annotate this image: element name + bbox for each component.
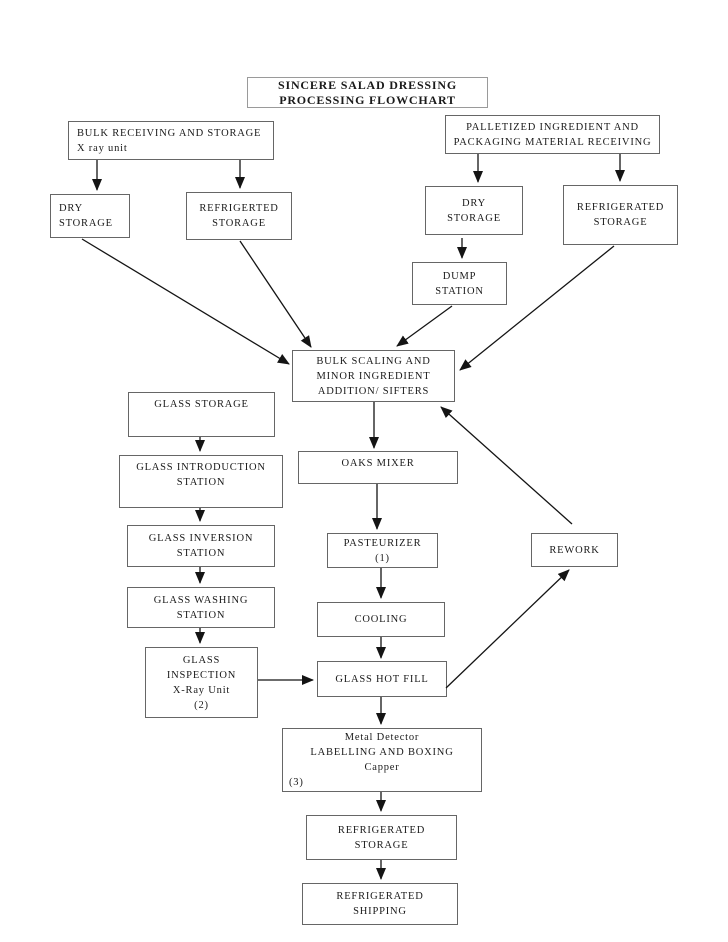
node-line: STORAGE bbox=[593, 217, 648, 228]
node-bulk-scaling: BULK SCALING AND MINOR INGREDIENT ADDITI… bbox=[292, 350, 455, 402]
node-line: GLASS HOT FILL bbox=[335, 673, 429, 685]
node-line: BULK SCALING AND bbox=[316, 355, 431, 367]
node-rework: REWORK bbox=[531, 533, 618, 567]
node-glass-inversion: GLASS INVERSION STATION bbox=[127, 525, 275, 567]
title-line: PROCESSING FLOWCHART bbox=[279, 92, 456, 107]
node-line: BULK RECEIVING AND STORAGE bbox=[77, 127, 262, 139]
node-cooling: COOLING bbox=[317, 602, 445, 637]
arrow-drystorage-left-to-bulkscaling bbox=[81, 238, 290, 365]
node-line: DRY bbox=[462, 197, 486, 209]
node-line: Capper bbox=[364, 762, 400, 773]
node-line: STATION bbox=[176, 477, 226, 488]
node-glass-inspection: GLASS INSPECTION X-Ray Unit (2) bbox=[145, 647, 258, 718]
node-line: GLASS INVERSION bbox=[148, 533, 254, 544]
node-glass-hot-fill: GLASS HOT FILL bbox=[317, 661, 447, 697]
node-line: X-Ray Unit bbox=[172, 684, 231, 696]
node-pasteurizer: PASTEURIZER (1) bbox=[327, 533, 438, 568]
node-refrigerated-shipping: REFRIGERATED SHIPPING bbox=[302, 883, 458, 925]
node-line: STORAGE bbox=[354, 839, 409, 851]
node-line: REFRIGERATED bbox=[337, 824, 426, 836]
node-line: REFRIGERATED bbox=[336, 891, 424, 902]
node-line: OAKS MIXER bbox=[341, 458, 415, 469]
node-line: STORAGE bbox=[59, 218, 113, 229]
node-line: STORAGE bbox=[447, 212, 501, 224]
node-line: REFRIGERATED bbox=[576, 202, 665, 213]
node-bulk-receiving: BULK RECEIVING AND STORAGE X ray unit bbox=[68, 121, 274, 160]
arrow-refrigerted-to-bulkscaling bbox=[239, 240, 312, 348]
node-line: SHIPPING bbox=[353, 906, 407, 917]
node-line: GLASS bbox=[182, 654, 221, 666]
arrow-glasshotfill-to-rework bbox=[445, 569, 570, 689]
node-line: (1) bbox=[375, 552, 390, 564]
node-line: X ray unit bbox=[77, 142, 128, 154]
node-oaks-mixer: OAKS MIXER bbox=[298, 451, 458, 484]
node-labelling-boxing: Metal Detector LABELLING AND BOXING Capp… bbox=[282, 728, 482, 792]
node-line: (2) bbox=[194, 699, 209, 711]
arrow-rework-to-bulkscaling bbox=[440, 406, 573, 525]
chart-title: SINCERE SALAD DRESSING PROCESSING FLOWCH… bbox=[247, 77, 488, 108]
arrow-dump-to-bulkscaling bbox=[396, 305, 453, 347]
node-line: ADDITION/ SIFTERS bbox=[317, 385, 430, 397]
node-line: MINOR INGREDIENT bbox=[316, 370, 431, 382]
node-line: (3) bbox=[289, 777, 304, 788]
node-line: DRY bbox=[59, 203, 83, 214]
node-glass-introduction: GLASS INTRODUCTION STATION bbox=[119, 455, 283, 508]
node-line: GLASS STORAGE bbox=[154, 399, 249, 410]
node-line: STATION bbox=[176, 548, 226, 559]
node-line: STATION bbox=[176, 609, 226, 621]
node-dry-storage-right: DRY STORAGE bbox=[425, 186, 523, 235]
node-line: REFRIGERTED bbox=[199, 203, 279, 214]
node-line: REWORK bbox=[549, 544, 600, 556]
node-line: LABELLING AND BOXING bbox=[310, 747, 454, 758]
node-glass-washing: GLASS WASHING STATION bbox=[127, 587, 275, 628]
node-glass-storage: GLASS STORAGE bbox=[128, 392, 275, 437]
node-line: PACKAGING MATERIAL RECEIVING bbox=[453, 136, 652, 148]
node-line: COOLING bbox=[354, 614, 408, 625]
node-line: Metal Detector bbox=[344, 732, 420, 743]
node-line: PASTEURIZER bbox=[343, 537, 422, 549]
node-palletized-receiving: PALLETIZED INGREDIENT AND PACKAGING MATE… bbox=[445, 115, 660, 154]
node-line: PALLETIZED INGREDIENT AND bbox=[466, 121, 639, 133]
node-line: STATION bbox=[435, 285, 484, 297]
node-line: DUMP bbox=[442, 270, 477, 282]
title-line: SINCERE SALAD DRESSING bbox=[278, 77, 457, 92]
node-line: GLASS WASHING bbox=[153, 594, 249, 606]
node-line: STORAGE bbox=[212, 218, 266, 229]
node-line: GLASS INTRODUCTION bbox=[136, 462, 266, 473]
node-line: INSPECTION bbox=[166, 669, 237, 681]
node-dump-station: DUMP STATION bbox=[412, 262, 507, 305]
node-dry-storage-left: DRY STORAGE bbox=[50, 194, 130, 238]
node-refrigerted-storage: REFRIGERTED STORAGE bbox=[186, 192, 292, 240]
node-refrigerated-storage-bottom: REFRIGERATED STORAGE bbox=[306, 815, 457, 860]
node-refrigerated-storage-right: REFRIGERATED STORAGE bbox=[563, 185, 678, 245]
